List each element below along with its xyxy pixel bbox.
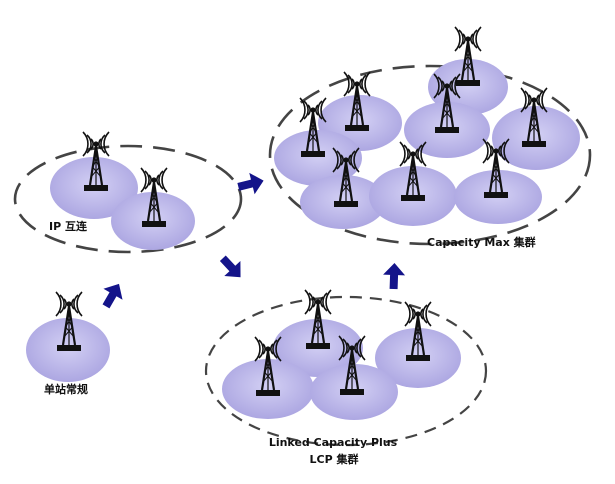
arrow-icon	[214, 250, 249, 285]
coverage-cells	[26, 59, 580, 420]
lcp-boundary	[204, 295, 488, 447]
capacity-max-boundary	[268, 64, 592, 246]
lcp-label-line2: LCP 集群	[310, 452, 359, 466]
lcp-label-line1: Linked Capacity Plus	[269, 436, 398, 449]
coverage-cell	[492, 106, 580, 170]
ip-interconnect-boundary	[13, 144, 243, 254]
ip-interconnect-label: IP 互连	[49, 219, 88, 233]
capacity-max-label: Capacity Max 集群	[427, 235, 536, 249]
coverage-cell	[274, 130, 362, 186]
arrow-icon	[382, 262, 406, 290]
single-site-label: 单站常规	[44, 382, 88, 396]
arrow-icon	[96, 278, 129, 312]
